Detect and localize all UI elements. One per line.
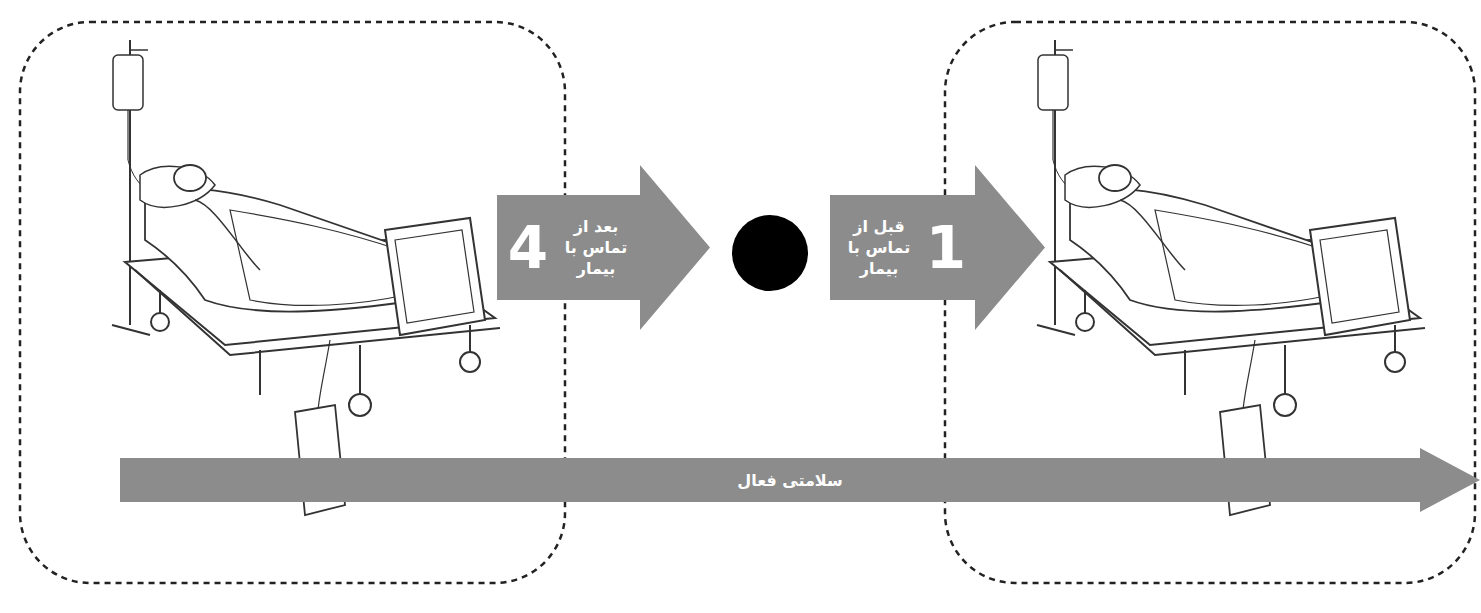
step-number: 1: [925, 219, 967, 277]
step-arrow: 1قبل از تماس با بیمار: [830, 165, 1045, 330]
step-number: 4: [507, 219, 549, 277]
step-arrow: 4بعد از تماس با بیمار: [497, 165, 710, 330]
step-label: قبل از تماس با بیمار: [834, 216, 924, 279]
black-dot: [732, 215, 808, 291]
step-label: سلامتی فعال: [680, 470, 900, 491]
band-arrow: سلامتی فعال: [120, 448, 1480, 512]
step-label: بعد از تماس با بیمار: [553, 216, 639, 279]
